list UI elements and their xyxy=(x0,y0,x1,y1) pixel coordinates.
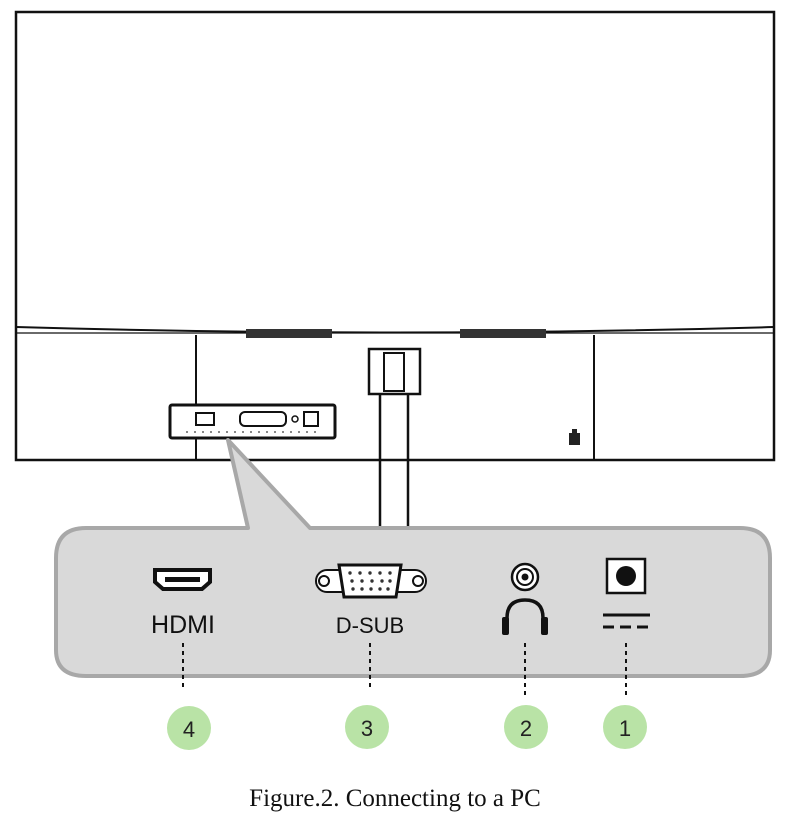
vga-port-icon xyxy=(315,563,427,599)
port-label-hdmi: HDMI xyxy=(151,611,215,639)
port-label-dsub: D-SUB xyxy=(336,613,404,638)
hdmi-port-icon xyxy=(153,568,212,591)
leader-lines xyxy=(182,643,627,698)
badge-2: 2 xyxy=(504,705,548,749)
monitor-port-area xyxy=(168,403,337,440)
headphone-icon xyxy=(502,598,548,635)
audio-jack-icon xyxy=(510,562,540,592)
vent-right xyxy=(460,329,546,338)
kensington-lock-icon xyxy=(569,429,580,445)
port-callout-panel xyxy=(54,438,772,678)
monitor-back xyxy=(14,10,776,528)
stand-neck xyxy=(367,347,422,528)
badge-3: 3 xyxy=(345,705,389,749)
vent-left xyxy=(246,329,332,338)
svg-text:4: 4 xyxy=(183,717,195,742)
figure-caption: Figure.2. Connecting to a PC xyxy=(249,785,541,812)
svg-text:1: 1 xyxy=(619,716,631,741)
badge-1: 1 xyxy=(603,705,647,749)
dc-power-icon xyxy=(603,557,650,629)
svg-text:2: 2 xyxy=(520,716,532,741)
badge-4: 4 xyxy=(167,706,211,750)
svg-text:3: 3 xyxy=(361,716,373,741)
